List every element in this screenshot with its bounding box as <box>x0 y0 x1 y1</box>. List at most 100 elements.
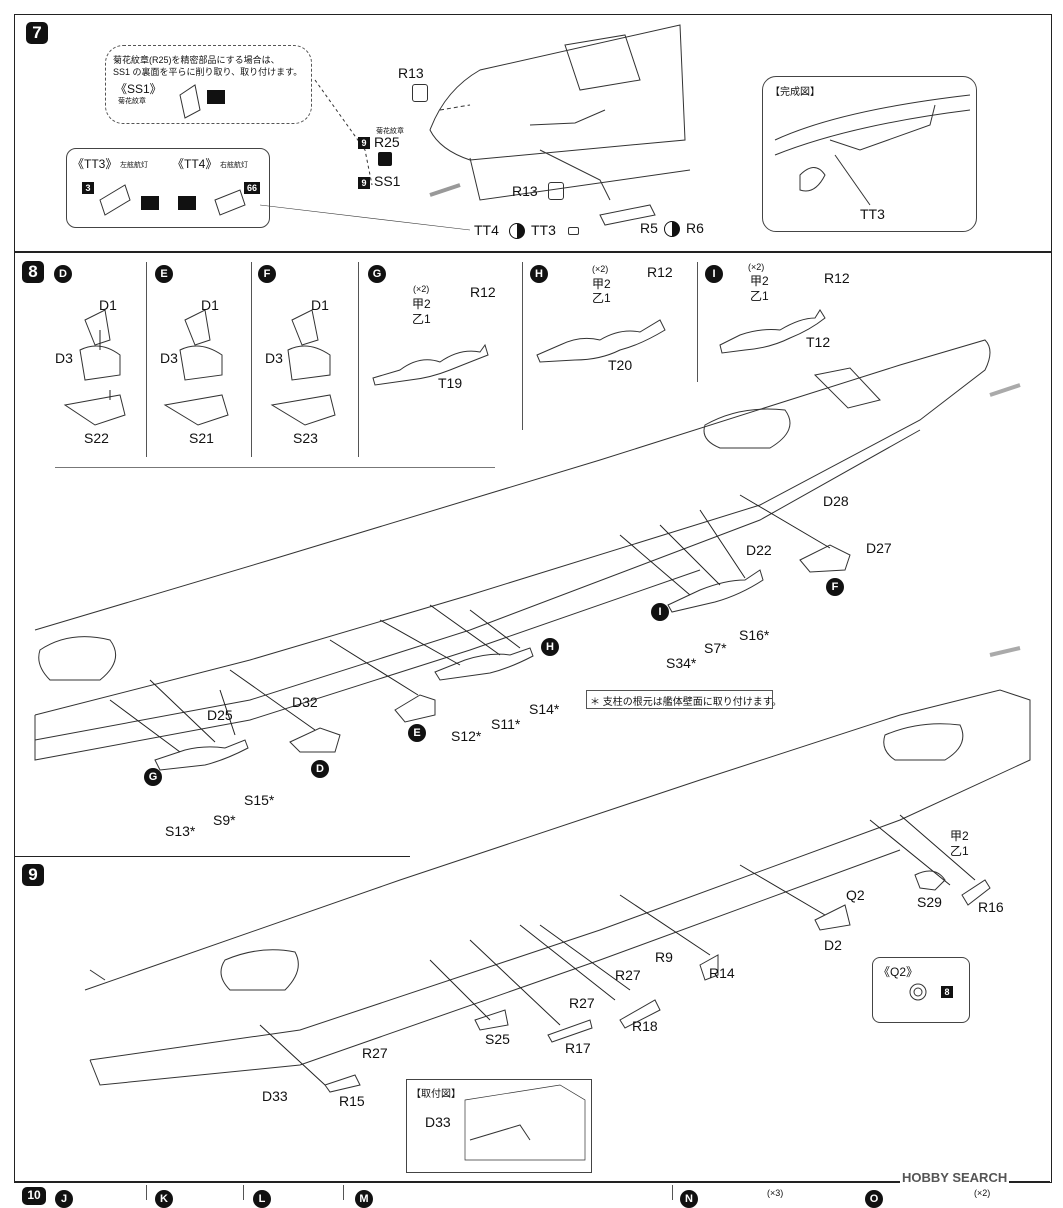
subassembly-o-badge: O <box>865 1190 883 1208</box>
completed-view-title: 【完成図】 <box>770 87 820 98</box>
d-label-d1: D1 <box>99 297 117 313</box>
support-note-box <box>586 690 773 709</box>
step8-divider-ef <box>251 262 252 457</box>
h-label-x2: (×2) <box>592 264 609 274</box>
mount-inset-box <box>406 1079 592 1173</box>
completed-view-box <box>762 76 977 232</box>
subassembly-l-badge: L <box>253 1190 271 1208</box>
label-kou2: 甲2 <box>950 829 969 843</box>
part-r13-top <box>412 84 428 102</box>
callout-h: H <box>541 638 559 656</box>
file-icon <box>178 196 196 210</box>
label-ss1: SS1 <box>374 173 401 189</box>
step8-divider-fg <box>358 262 359 457</box>
tag-9-ss1: 9 <box>358 177 370 189</box>
q2-inset-tag: 8 <box>941 986 953 998</box>
d-label-s22: S22 <box>84 430 109 446</box>
step-8-badge: 8 <box>22 261 44 283</box>
hobby-search-watermark: HOBBY SEARCH <box>900 1170 1010 1185</box>
step8-9-divider <box>14 856 410 857</box>
label-d22: D22 <box>746 542 772 558</box>
label-r5: R5 <box>640 220 658 236</box>
label-r25: R25 <box>374 134 400 150</box>
step-7-badge: 7 <box>26 22 48 44</box>
q2-inset-title: 《Q2》 <box>878 965 919 979</box>
subassembly-f-badge: F <box>258 265 276 283</box>
subassembly-h-badge: H <box>530 265 548 283</box>
label-r17: R17 <box>565 1040 591 1056</box>
label-s16: S16* <box>739 627 770 643</box>
support-note: ＊ 支柱の根元は艦体壁面に取り付けます。 <box>590 697 782 708</box>
part-tag-3: 3 <box>82 182 94 194</box>
file-icon <box>207 90 225 104</box>
step10-top-border <box>14 1181 1050 1182</box>
label-s7: S7* <box>704 640 727 656</box>
label-r18: R18 <box>632 1018 658 1034</box>
label-r27-a: R27 <box>615 967 641 983</box>
mount-inset-title: 【取付図】 <box>411 1089 461 1100</box>
g-label-kou2: 甲2 <box>412 297 431 311</box>
label-r6: R6 <box>686 220 704 236</box>
step-10-badge: 10 <box>22 1187 46 1205</box>
label-r27-c: R27 <box>362 1045 388 1061</box>
h-label-otsu1: 乙1 <box>592 291 611 305</box>
ss1-inset-title: 《SS1》 <box>115 82 162 96</box>
i-label-t12: T12 <box>806 334 831 350</box>
step8-flight-deck <box>34 339 991 716</box>
tt3-inset-title: 《TT3》 <box>72 157 118 171</box>
tt-inset-box <box>66 148 270 228</box>
label-s15: S15* <box>244 792 275 808</box>
part-r13-bottom <box>548 182 564 200</box>
step10-divider <box>146 1185 147 1200</box>
i-label-r12: R12 <box>824 270 850 286</box>
label-d27: D27 <box>866 540 892 556</box>
step7-bow-hull <box>429 24 686 161</box>
callout-d: D <box>311 760 329 778</box>
label-r13-top: R13 <box>398 65 424 81</box>
subassembly-m-badge: M <box>355 1190 373 1208</box>
label-s34: S34* <box>666 655 697 671</box>
label-d28: D28 <box>823 493 849 509</box>
label-r15: R15 <box>339 1093 365 1109</box>
label-r14: R14 <box>709 965 735 981</box>
chrysanthemum-icon <box>378 152 392 166</box>
label-s9: S9* <box>213 812 236 828</box>
label-s12: S12* <box>451 728 482 744</box>
d-label-d3: D3 <box>55 350 73 366</box>
step8-divider-gh <box>522 262 523 430</box>
q2-inset-box <box>872 957 970 1023</box>
label-r25-small: 菊花紋章 <box>376 128 404 135</box>
i-label-otsu1: 乙1 <box>750 289 769 303</box>
subassembly-k-badge: K <box>155 1190 173 1208</box>
step7-frame <box>14 14 1052 253</box>
step8-9-frame <box>14 251 1052 1183</box>
step10-divider <box>243 1185 244 1200</box>
tt4-inset-sub: 右舷航灯 <box>220 162 248 169</box>
part-tt3 <box>568 227 579 235</box>
label-d32: D32 <box>292 694 318 710</box>
h-label-r12: R12 <box>647 264 673 280</box>
step-9-badge: 9 <box>22 864 44 886</box>
f-label-d1: D1 <box>311 297 329 313</box>
file-icon <box>141 196 159 210</box>
label-s14: S14* <box>529 701 560 717</box>
subassembly-g-badge: G <box>368 265 386 283</box>
label-tt4: TT4 <box>474 222 499 238</box>
subassembly-j-badge: J <box>55 1190 73 1208</box>
e-label-d1: D1 <box>201 297 219 313</box>
step10-x2: (×2) <box>974 1188 991 1198</box>
label-otsu1: 乙1 <box>950 844 969 858</box>
label-q2: Q2 <box>846 887 865 903</box>
step8-divider-hi <box>697 262 698 382</box>
label-s11: S11* <box>491 716 521 732</box>
label-d33: D33 <box>262 1088 288 1104</box>
f-label-d3: D3 <box>265 350 283 366</box>
e-label-d3: D3 <box>160 350 178 366</box>
i-label-kou2: 甲2 <box>750 274 769 288</box>
h-label-kou2: 甲2 <box>592 277 611 291</box>
step8-subsection-underline <box>55 467 495 468</box>
ss1-note-line2: SS1 の裏面を平らに削り取り、取り付けます。 <box>113 67 303 77</box>
label-s29: S29 <box>917 894 942 910</box>
step10-divider <box>672 1185 673 1200</box>
part-tag-66: 66 <box>244 182 260 194</box>
